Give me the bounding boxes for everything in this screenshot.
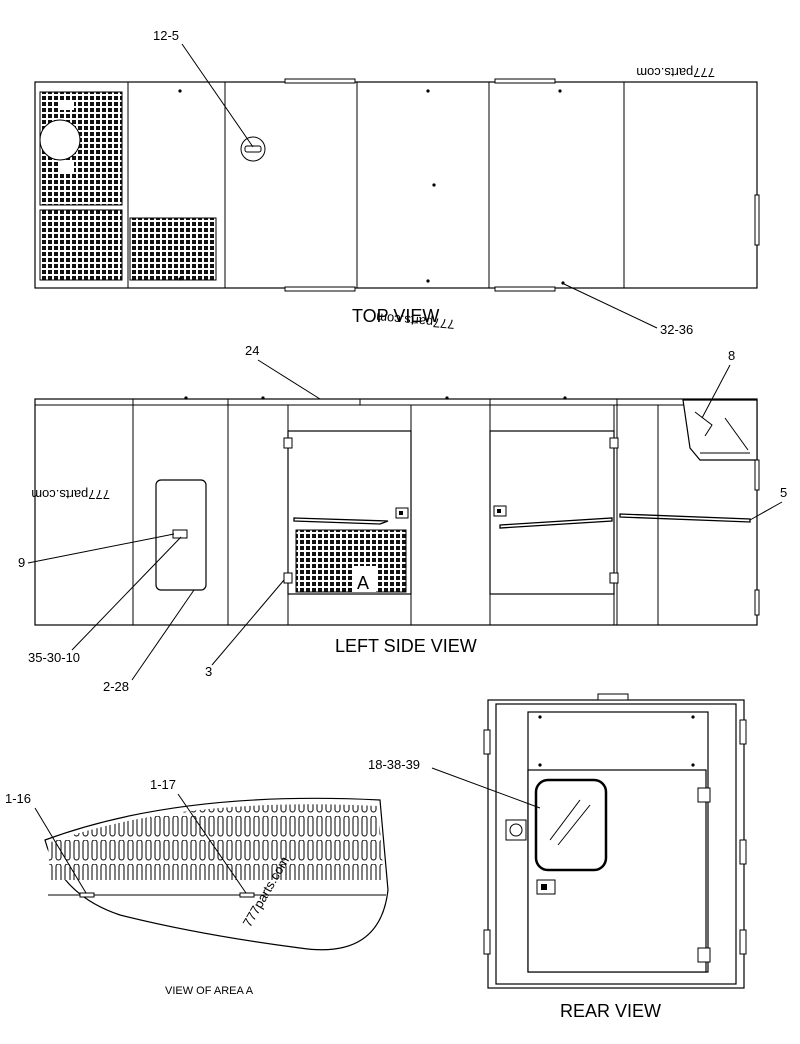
callout-35-30-10: 35-30-10 (28, 650, 80, 665)
callout-3: 3 (205, 664, 212, 679)
left-side-view-title: LEFT SIDE VIEW (335, 636, 477, 656)
top-grille (39, 91, 217, 281)
callout-8: 8 (728, 348, 735, 363)
left-side-view: A LEFT SIDE VIEW 777parts.com (31, 396, 760, 656)
callout-9: 9 (18, 555, 25, 570)
watermark-2: 777parts.com (375, 310, 455, 332)
callout-18-38-39: 18-38-39 (368, 757, 420, 772)
exhaust-hood (682, 399, 758, 461)
area-a-view: VIEW OF AREA A 777parts.com (44, 797, 389, 997)
callout-5: 5 (780, 485, 787, 500)
callout-12-5: 12-5 (153, 28, 179, 43)
area-a-view-title: VIEW OF AREA A (165, 985, 254, 997)
callout-1-16: 1-16 (5, 791, 31, 806)
callout-24: 24 (245, 343, 259, 358)
filler-cap (240, 136, 266, 162)
watermark-1: 777parts.com (636, 65, 715, 80)
top-view-title: TOP VIEW (352, 306, 439, 326)
callout-2-28: 2-28 (103, 679, 129, 694)
right-door (489, 430, 615, 595)
rear-view: REAR VIEW (483, 693, 747, 1021)
callout-32-36: 32-36 (660, 322, 693, 337)
callouts: 12-5 32-36 24 8 5 9 35-30-10 2-28 3 1-16… (5, 28, 787, 894)
callout-1-17: 1-17 (150, 777, 176, 792)
top-view: TOP VIEW 777parts.com 777parts.com (34, 65, 760, 332)
watermark-3: 777parts.com (31, 487, 110, 502)
rear-view-title: REAR VIEW (560, 1001, 661, 1021)
area-marker: A (357, 573, 369, 593)
